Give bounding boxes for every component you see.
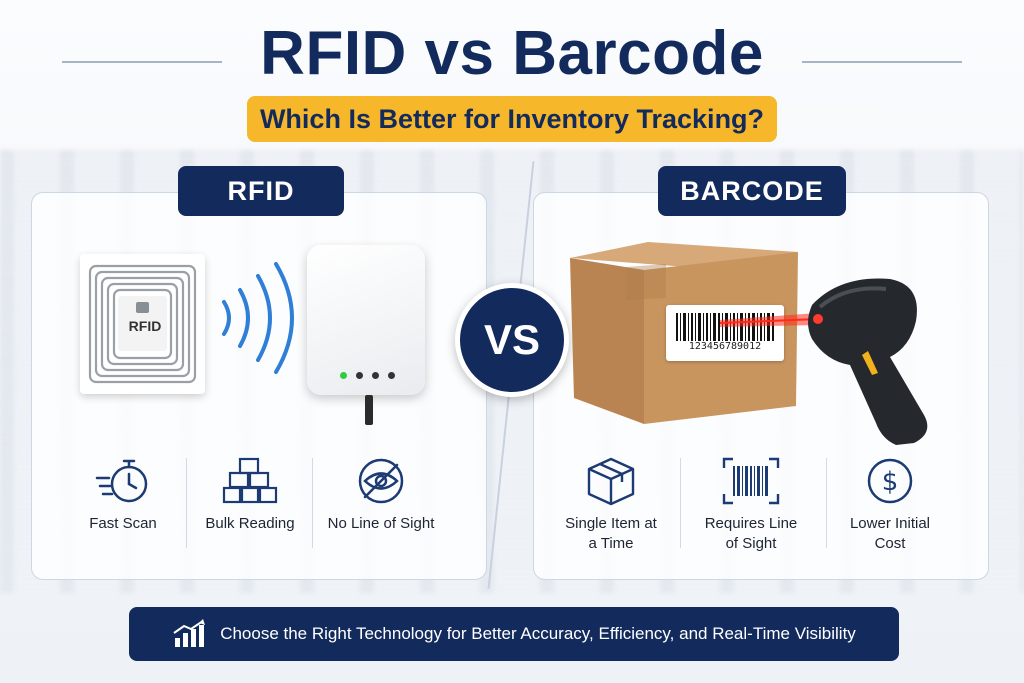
dollar-icon: $ — [867, 458, 913, 504]
barcode-feature-line-of-sight: Requires Line of Sight — [690, 456, 812, 554]
no-eye-icon — [358, 458, 404, 504]
rfid-feature-no-line-of-sight: No Line of Sight — [320, 456, 442, 534]
feature-separator — [186, 458, 187, 548]
feature-label: Fast Scan — [89, 515, 157, 532]
title-rule-right — [802, 61, 962, 63]
reader-led — [388, 372, 395, 379]
single-box-icon — [587, 457, 635, 506]
reader-led — [356, 372, 363, 379]
page-title: RFID vs Barcode — [260, 19, 764, 88]
feature-separator — [826, 458, 827, 548]
signal-waves-icon — [222, 262, 294, 374]
reader-led — [372, 372, 379, 379]
barcode-icon — [676, 313, 774, 341]
feature-label: Bulk Reading — [205, 515, 295, 532]
rfid-antenna-icon — [88, 264, 197, 384]
barcode-digits: 123456789012 — [688, 341, 762, 352]
rfid-chip-label: RFID — [128, 318, 162, 334]
barcode-scan-icon — [722, 457, 780, 505]
feature-label: Requires Line of Sight — [704, 515, 798, 552]
svg-text:$: $ — [882, 467, 899, 497]
reader-cable — [365, 395, 373, 425]
feature-label: Single Item at a Time — [565, 515, 657, 552]
barcode-feature-single-item: Single Item at a Time — [556, 456, 666, 554]
barcode-feature-lower-cost: $ Lower Initial Cost — [836, 456, 944, 554]
feature-label: Lower Initial Cost — [849, 515, 931, 552]
growth-chart-icon — [173, 619, 206, 647]
bottom-banner: Choose the Right Technology for Better A… — [129, 607, 899, 661]
title-rule-left — [62, 61, 222, 63]
banner-text: Choose the Right Technology for Better A… — [220, 624, 856, 643]
reader-led-green — [340, 372, 347, 379]
rfid-feature-bulk-reading: Bulk Reading — [196, 456, 304, 534]
stacked-boxes-icon — [222, 457, 278, 504]
subtitle-badge: Which Is Better for Inventory Tracking? — [247, 96, 777, 142]
handheld-scanner-illustration — [719, 278, 928, 445]
stopwatch-icon — [95, 459, 148, 503]
rfid-reader-illustration — [307, 245, 425, 395]
barcode-sticker — [666, 305, 784, 361]
feature-separator — [680, 458, 681, 548]
vs-badge: VS — [455, 283, 569, 397]
rfid-tag-heading: RFID — [178, 166, 344, 216]
feature-label: No Line of Sight — [327, 515, 435, 532]
feature-separator — [312, 458, 313, 548]
rfid-tag-illustration — [80, 254, 205, 394]
rfid-feature-fast-scan: Fast Scan — [68, 456, 178, 534]
barcode-tag-heading: BARCODE — [658, 166, 846, 216]
